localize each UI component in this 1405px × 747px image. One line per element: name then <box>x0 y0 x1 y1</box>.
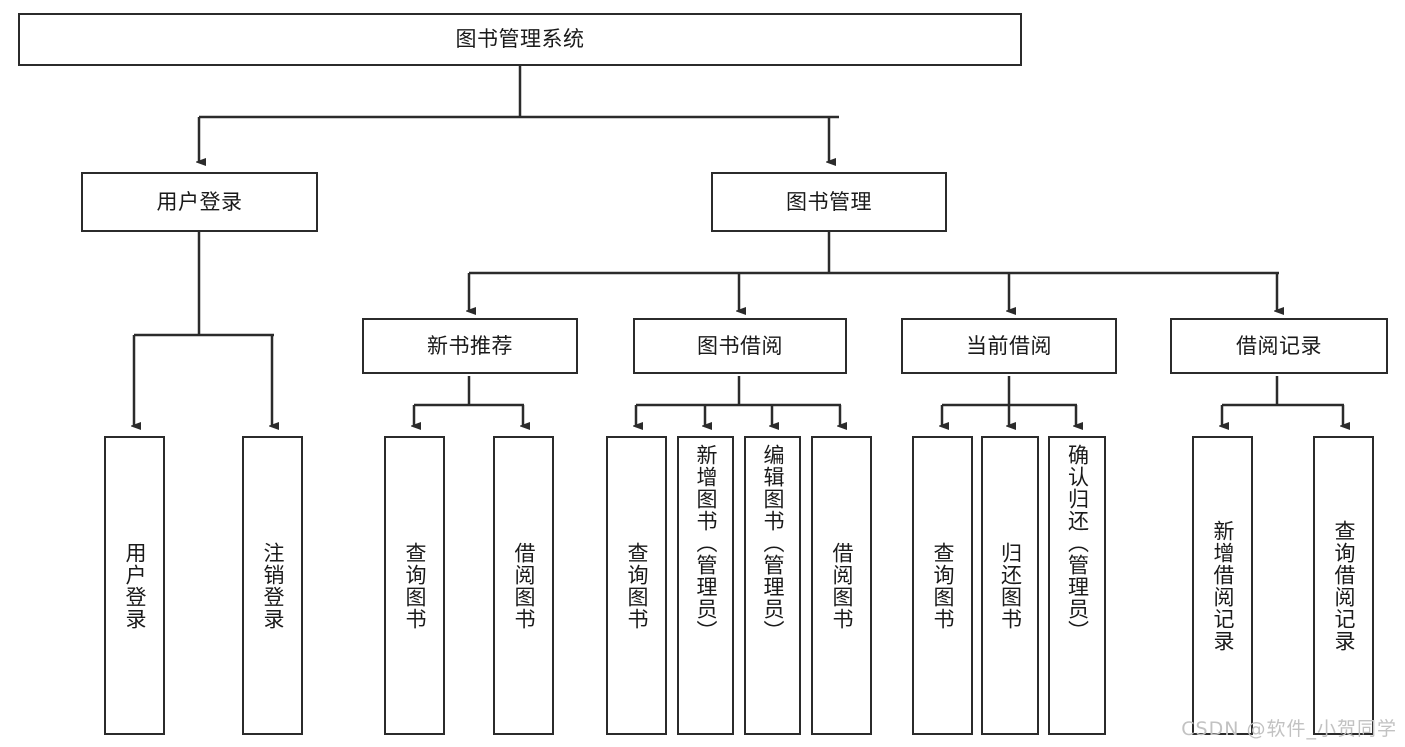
leaf-user-login[interactable]: 用户登录 <box>104 436 165 735</box>
leaf-label: 借阅图书 <box>829 541 854 630</box>
leaf-label: 编辑图书（管理员） <box>760 444 785 642</box>
node-current-borrow[interactable]: 当前借阅 <box>901 318 1117 374</box>
leaf-label: 注销登录 <box>260 541 285 630</box>
node-label: 用户登录 <box>156 189 243 214</box>
leaf-logout[interactable]: 注销登录 <box>242 436 303 735</box>
leaf-query-borrow-record[interactable]: 查询借阅记录 <box>1313 436 1374 735</box>
leaf-confirm-return-admin[interactable]: 确认归还（管理员） <box>1048 436 1106 735</box>
leaf-label: 查询图书 <box>402 541 427 630</box>
node-borrow-record[interactable]: 借阅记录 <box>1170 318 1388 374</box>
leaf-return-book[interactable]: 归还图书 <box>981 436 1039 735</box>
leaf-borrow-book-recommend[interactable]: 借阅图书 <box>493 436 554 735</box>
node-new-book-recommend[interactable]: 新书推荐 <box>362 318 578 374</box>
node-label: 当前借阅 <box>966 333 1052 358</box>
node-label: 图书借阅 <box>697 333 783 358</box>
leaf-label: 查询图书 <box>930 541 955 630</box>
leaf-label: 归还图书 <box>998 541 1023 630</box>
leaf-label: 查询借阅记录 <box>1331 519 1356 652</box>
leaf-query-book-borrow[interactable]: 查询图书 <box>606 436 667 735</box>
leaf-label: 用户登录 <box>122 541 147 630</box>
leaf-label: 借阅图书 <box>511 541 536 630</box>
leaf-label: 查询图书 <box>624 541 649 630</box>
node-label: 借阅记录 <box>1236 333 1322 358</box>
leaf-add-book-admin[interactable]: 新增图书（管理员） <box>677 436 734 735</box>
leaf-query-book-current[interactable]: 查询图书 <box>912 436 973 735</box>
leaf-query-book-recommend[interactable]: 查询图书 <box>384 436 445 735</box>
leaf-edit-book-admin[interactable]: 编辑图书（管理员） <box>744 436 801 735</box>
node-label: 图书管理 <box>786 189 872 214</box>
leaf-label: 确认归还（管理员） <box>1065 444 1090 642</box>
node-label: 新书推荐 <box>427 333 513 358</box>
leaf-borrow-book[interactable]: 借阅图书 <box>811 436 872 735</box>
watermark: CSDN @软件_小贺同学 <box>1181 718 1397 740</box>
node-book-management[interactable]: 图书管理 <box>711 172 947 232</box>
leaf-label: 新增借阅记录 <box>1210 519 1235 652</box>
node-root-book-management-system[interactable]: 图书管理系统 <box>18 13 1022 66</box>
leaf-label: 新增图书（管理员） <box>693 444 718 642</box>
leaf-add-borrow-record[interactable]: 新增借阅记录 <box>1192 436 1253 735</box>
node-book-borrow[interactable]: 图书借阅 <box>633 318 847 374</box>
node-user-login[interactable]: 用户登录 <box>81 172 318 232</box>
node-label: 图书管理系统 <box>455 27 585 52</box>
